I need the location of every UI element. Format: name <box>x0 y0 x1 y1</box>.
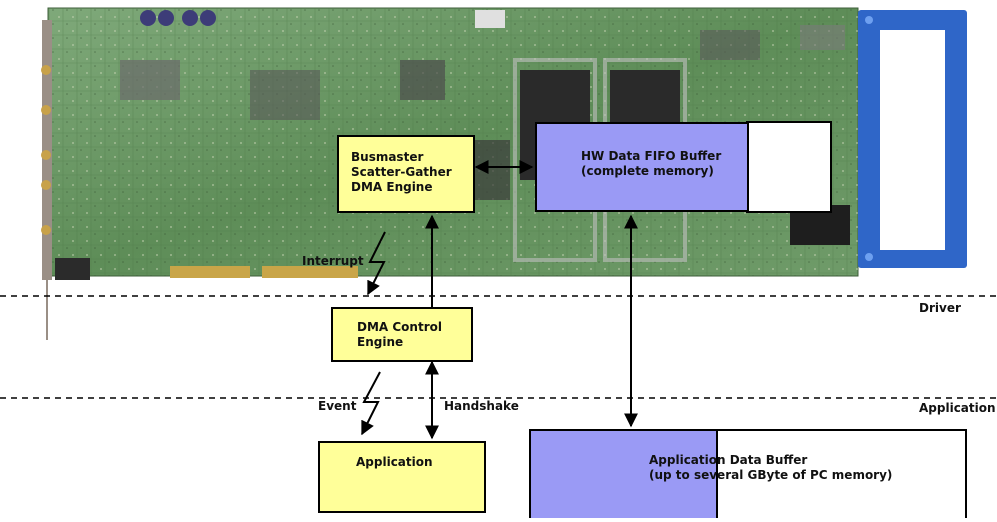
hw-fifo-free-segment <box>746 121 832 213</box>
app-buffer-used-segment <box>531 431 718 518</box>
driver-layer-label: Driver <box>919 301 961 315</box>
hw-fifo-label: HW Data FIFO Buffer (complete memory) <box>581 149 722 178</box>
hw-fifo-block: HW Data FIFO Buffer (complete memory) <box>535 122 749 212</box>
event-label: Event <box>318 399 357 413</box>
interrupt-lightning-arrow <box>367 231 386 296</box>
application-layer-label: Application <box>919 401 996 415</box>
app-buffer-label: Application Data Buffer (up to several G… <box>649 453 893 482</box>
event-lightning-arrow <box>361 371 381 436</box>
handshake-label: Handshake <box>444 399 519 413</box>
interrupt-label: Interrupt <box>302 254 364 268</box>
application-block: Application <box>318 441 486 513</box>
application-label: Application <box>356 455 433 469</box>
dma-control-label: DMA Control Engine <box>357 320 442 349</box>
app-buffer-block: Application Data Buffer (up to several G… <box>529 429 967 518</box>
dma-engine-label: Busmaster Scatter-Gather DMA Engine <box>351 150 452 194</box>
dma-engine-block: Busmaster Scatter-Gather DMA Engine <box>337 135 475 213</box>
dma-control-block: DMA Control Engine <box>331 307 473 362</box>
